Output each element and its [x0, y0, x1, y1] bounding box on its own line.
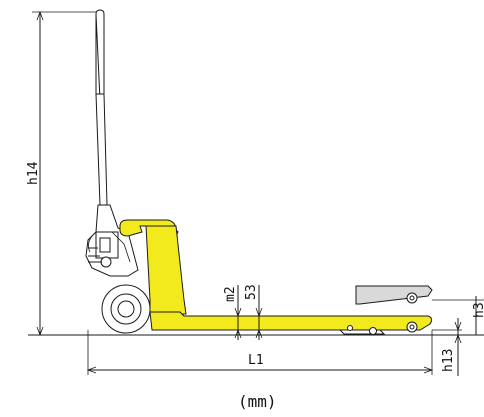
steering-wheel — [101, 284, 151, 334]
h14-dimension — [32, 10, 100, 337]
h13-dimension — [432, 318, 462, 376]
h3-label: h3 — [472, 302, 484, 318]
dim-53-label: 53 — [244, 284, 259, 300]
raised-fork — [355, 285, 433, 305]
tiller-handle — [95, 9, 108, 206]
load-roller — [338, 321, 418, 335]
hydraulic-pump-unit — [85, 204, 139, 277]
h13-label: h13 — [441, 349, 456, 372]
m2-label: m2 — [223, 286, 238, 302]
unit-label: (mm) — [238, 392, 277, 411]
chassis-upright — [145, 225, 187, 315]
fork — [149, 311, 433, 331]
L1-label: L1 — [248, 353, 264, 368]
L1-dimension — [86, 330, 434, 375]
h14-label: h14 — [26, 161, 41, 185]
dim-53-dimension — [255, 285, 263, 340]
m2-dimension — [234, 285, 242, 340]
h3-dimension — [432, 296, 484, 335]
